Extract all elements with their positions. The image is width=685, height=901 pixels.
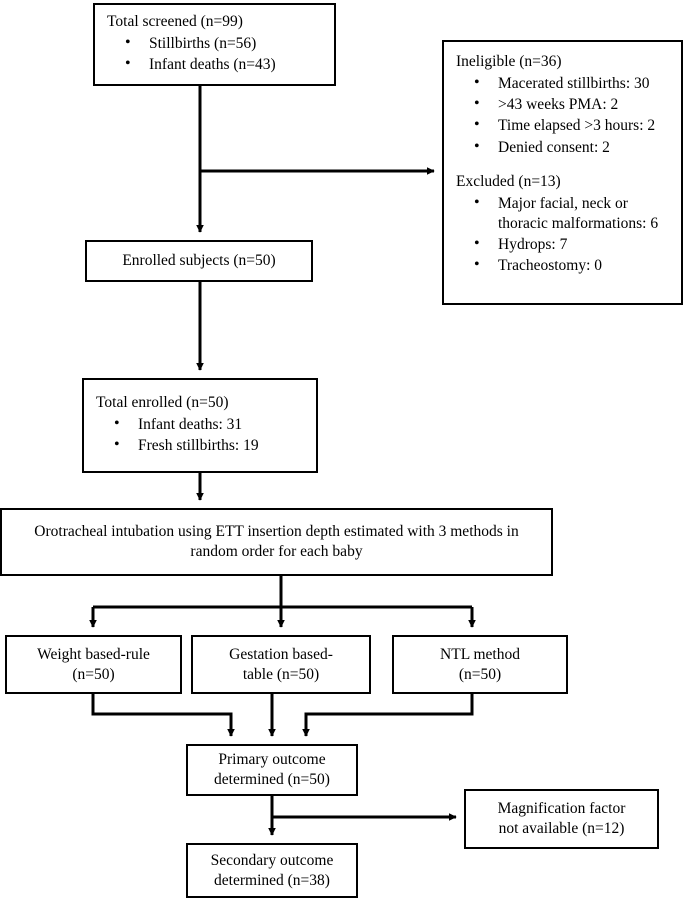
list-item: Tracheostomy: 0 — [456, 255, 671, 276]
node-secondary-outcome: Secondary outcome determined (n=38) — [186, 843, 358, 898]
list-item: Denied consent: 2 — [456, 137, 671, 158]
total-screened-bullets: Stillbirths (n=56) Infant deaths (n=43) — [107, 33, 324, 76]
magnification-title: Magnification factor not available (n=12… — [497, 800, 626, 837]
list-item: Fresh stillbirths: 19 — [96, 435, 306, 456]
method-gestation-title: Gestation based- table (n=50) — [229, 645, 333, 683]
list-item: Time elapsed >3 hours: 2 — [456, 115, 671, 136]
ineligible-title: Ineligible (n=36) — [456, 53, 562, 70]
primary-outcome-title: Primary outcome determined (n=50) — [214, 751, 330, 788]
list-item: Stillbirths (n=56) — [107, 33, 324, 54]
intervention-title: Orotracheal intubation using ETT inserti… — [34, 523, 519, 560]
node-intervention: Orotracheal intubation using ETT inserti… — [0, 508, 553, 576]
excluded-section: Excluded (n=13) Major facial, neck or th… — [456, 172, 671, 278]
total-enrolled-bullets: Infant deaths: 31 Fresh stillbirths: 19 — [96, 414, 306, 457]
list-item: Hydrops: 7 — [456, 234, 671, 255]
list-item: Infant deaths: 31 — [96, 414, 306, 435]
ineligible-section: Ineligible (n=36) Macerated stillbirths:… — [456, 52, 671, 159]
node-method-weight: Weight based-rule (n=50) — [5, 635, 182, 694]
node-enrolled-subjects: Enrolled subjects (n=50) — [85, 240, 313, 282]
node-method-gestation: Gestation based- table (n=50) — [191, 635, 371, 694]
method-ntl-title: NTL method (n=50) — [440, 645, 520, 683]
node-total-enrolled: Total enrolled (n=50) Infant deaths: 31 … — [82, 378, 318, 473]
edge-ntl-to-primary — [302, 694, 474, 737]
method-weight-title: Weight based-rule (n=50) — [37, 645, 150, 683]
list-item: >43 weeks PMA: 2 — [456, 94, 671, 115]
list-item: Major facial, neck or thoracic malformat… — [456, 193, 671, 234]
list-item: Infant deaths (n=43) — [107, 54, 324, 75]
excluded-bullets: Major facial, neck or thoracic malformat… — [456, 193, 671, 277]
excluded-title: Excluded (n=13) — [456, 172, 561, 190]
secondary-outcome-title: Secondary outcome determined (n=38) — [210, 851, 334, 889]
edge-weight-to-primary — [91, 694, 235, 737]
node-method-ntl: NTL method (n=50) — [392, 635, 568, 694]
enrolled-subjects-title: Enrolled subjects (n=50) — [122, 252, 276, 270]
node-primary-outcome: Primary outcome determined (n=50) — [186, 744, 358, 796]
total-enrolled-title: Total enrolled (n=50) — [96, 393, 229, 411]
node-total-screened: Total screened (n=99) Stillbirths (n=56)… — [93, 3, 336, 86]
total-screened-title: Total screened (n=99) — [107, 12, 243, 30]
node-magnification: Magnification factor not available (n=12… — [464, 789, 659, 849]
list-item: Macerated stillbirths: 30 — [456, 73, 671, 94]
node-exclusions: Ineligible (n=36) Macerated stillbirths:… — [442, 40, 683, 305]
ineligible-bullets: Macerated stillbirths: 30 >43 weeks PMA:… — [456, 73, 671, 158]
